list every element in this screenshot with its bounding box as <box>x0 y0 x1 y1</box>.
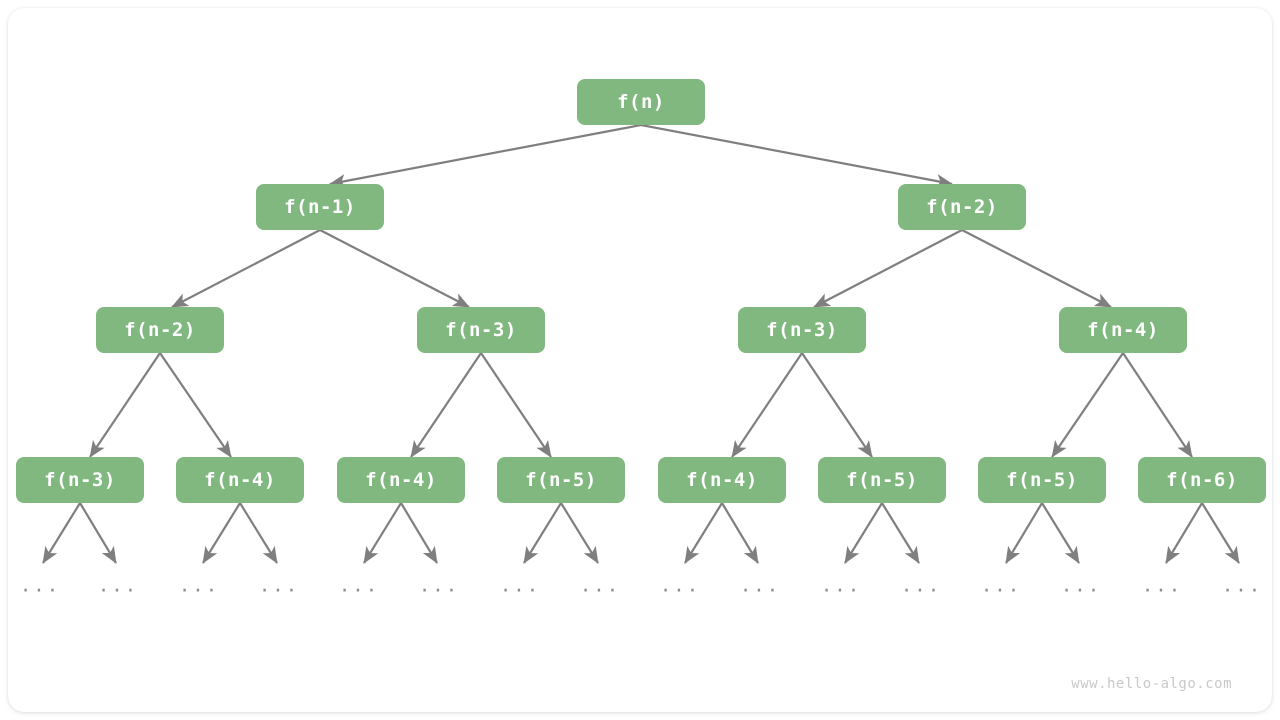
watermark: www.hello-algo.com <box>1071 676 1232 692</box>
tree-node[interactable]: f(n-3) <box>16 457 144 503</box>
tree-edge <box>410 352 482 458</box>
tree-edge <box>1201 502 1240 564</box>
tree-edge <box>1041 502 1080 564</box>
tree-node[interactable]: f(n-5) <box>818 457 946 503</box>
tree-node[interactable]: f(n-5) <box>978 457 1106 503</box>
tree-edge <box>329 123 642 188</box>
tree-ellipsis: ... <box>418 574 460 597</box>
tree-edge <box>89 352 161 458</box>
tree-ellipsis: ... <box>258 574 300 597</box>
tree-edge <box>159 352 232 458</box>
tree-ellipsis: ... <box>739 574 781 597</box>
tree-edge <box>684 502 723 564</box>
tree-node[interactable]: f(n) <box>577 79 705 125</box>
tree-node[interactable]: f(n-3) <box>417 307 545 353</box>
tree-edge <box>79 502 117 564</box>
tree-edge <box>1005 502 1043 564</box>
tree-ellipsis: ... <box>19 574 61 597</box>
tree-ellipsis: ... <box>980 574 1022 597</box>
tree-edge <box>731 352 803 458</box>
tree-edge <box>640 123 953 188</box>
tree-ellipsis: ... <box>97 574 139 597</box>
tree-ellipsis: ... <box>1060 574 1102 597</box>
tree-ellipsis: ... <box>659 574 701 597</box>
tree-edge <box>42 502 81 564</box>
tree-edge <box>560 502 599 564</box>
tree-node[interactable]: f(n-6) <box>1138 457 1266 503</box>
tree-edge <box>721 502 759 564</box>
tree-ellipsis: ... <box>338 574 380 597</box>
tree-node[interactable]: f(n-1) <box>256 184 384 230</box>
tree-node[interactable]: f(n-4) <box>658 457 786 503</box>
tree-edge <box>813 229 963 308</box>
tree-node[interactable]: f(n-2) <box>898 184 1026 230</box>
tree-edge <box>523 502 562 564</box>
tree-edge <box>239 502 278 564</box>
tree-ellipsis: ... <box>1141 574 1183 597</box>
tree-edge <box>801 352 873 458</box>
tree-ellipsis: ... <box>900 574 942 597</box>
tree-node[interactable]: f(n-4) <box>337 457 465 503</box>
tree-ellipsis: ... <box>499 574 541 597</box>
tree-node[interactable]: f(n-4) <box>176 457 304 503</box>
tree-edge <box>1165 502 1203 564</box>
tree-ellipsis: ... <box>1221 574 1263 597</box>
tree-node[interactable]: f(n-3) <box>738 307 866 353</box>
tree-edge <box>319 229 470 308</box>
tree-edge <box>171 229 321 308</box>
tree-ellipsis: ... <box>178 574 220 597</box>
tree-ellipsis: ... <box>579 574 621 597</box>
tree-edge <box>400 502 438 564</box>
tree-edge <box>363 502 402 564</box>
tree-edge <box>961 229 1112 308</box>
tree-edge <box>881 502 920 564</box>
tree-ellipsis: ... <box>820 574 862 597</box>
tree-edge <box>844 502 883 564</box>
tree-edge <box>1122 352 1193 458</box>
tree-edge <box>1051 352 1124 458</box>
tree-node[interactable]: f(n-2) <box>96 307 224 353</box>
tree-edge <box>202 502 241 564</box>
tree-node[interactable]: f(n-4) <box>1059 307 1187 353</box>
tree-node[interactable]: f(n-5) <box>497 457 625 503</box>
tree-edge <box>480 352 552 458</box>
